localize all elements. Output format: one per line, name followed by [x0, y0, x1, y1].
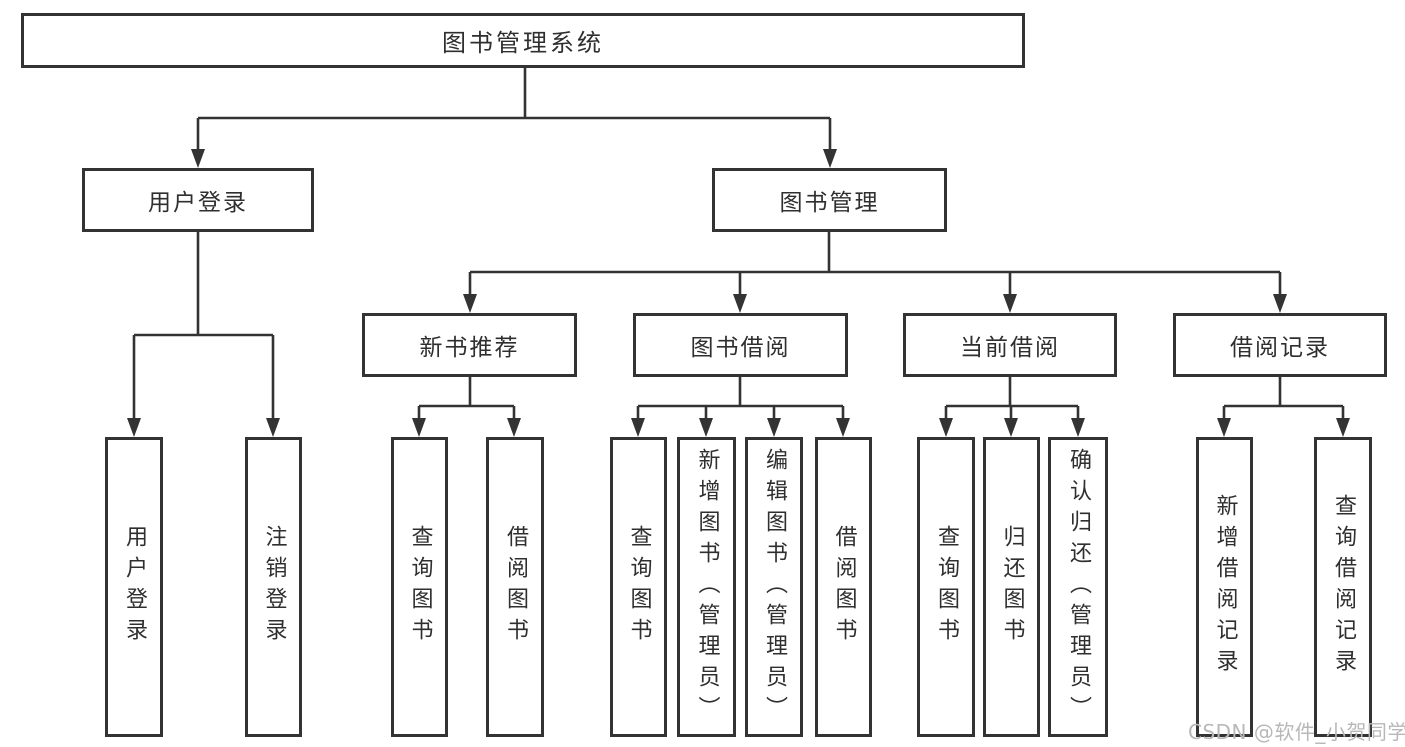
arrowhead — [939, 418, 953, 437]
node-label: 借阅记录 — [1230, 335, 1330, 361]
node-book-borrowing: 图书借阅 — [633, 313, 848, 377]
arrowhead — [1003, 294, 1017, 313]
node-label: 确认归还（管理员） — [1066, 447, 1091, 727]
arrowhead — [699, 418, 713, 437]
arrowhead — [823, 149, 837, 168]
arrowhead — [191, 149, 205, 168]
node-label: 用户登录 — [122, 525, 147, 649]
node-label: 归还图书 — [999, 525, 1025, 649]
leaf-edit-book-admin: 编辑图书（管理员） — [745, 437, 803, 737]
node-label: 新书推荐 — [419, 335, 520, 361]
node-label: 图书管理 — [779, 190, 880, 216]
arrowhead — [1217, 418, 1231, 437]
arrowhead — [631, 418, 645, 437]
node-label: 查询图书 — [407, 525, 433, 649]
node-new-book-recommend: 新书推荐 — [362, 313, 577, 377]
leaf-query-borrow-record: 查询借阅记录 — [1314, 437, 1372, 737]
arrowhead — [127, 418, 141, 437]
node-label: 借阅图书 — [831, 525, 857, 649]
node-label: 编辑图书（管理员） — [762, 447, 787, 727]
arrowhead — [507, 418, 521, 437]
node-current-borrowing: 当前借阅 — [903, 313, 1117, 377]
node-user-login: 用户登录 — [82, 168, 314, 232]
leaf-user-login: 用户登录 — [105, 437, 163, 737]
node-label: 新增图书（管理员） — [694, 447, 720, 727]
node-label: 查询图书 — [626, 525, 652, 649]
leaf-logout: 注销登录 — [245, 437, 302, 737]
arrowhead — [836, 418, 850, 437]
leaf-query-books-1: 查询图书 — [391, 437, 448, 737]
arrowhead — [412, 418, 426, 437]
arrowhead — [1273, 294, 1287, 313]
node-label: 图书管理系统 — [442, 29, 604, 57]
leaf-borrow-books-1: 借阅图书 — [486, 437, 544, 737]
leaf-add-book-admin: 新增图书（管理员） — [677, 437, 736, 737]
node-label: 用户登录 — [148, 190, 248, 216]
arrowhead — [767, 418, 781, 437]
node-label: 查询图书 — [934, 525, 959, 649]
node-borrowing-records: 借阅记录 — [1173, 313, 1387, 377]
leaf-return-books: 归还图书 — [983, 437, 1040, 737]
node-label: 查询借阅记录 — [1331, 494, 1356, 680]
arrowhead — [733, 294, 747, 313]
node-label: 注销登录 — [261, 525, 287, 649]
leaf-borrow-books-2: 借阅图书 — [815, 437, 872, 737]
arrowhead — [463, 294, 477, 313]
leaf-query-books-3: 查询图书 — [917, 437, 975, 737]
arrowhead — [1071, 418, 1085, 437]
leaf-query-books-2: 查询图书 — [610, 437, 667, 737]
leaf-confirm-return-admin: 确认归还（管理员） — [1048, 437, 1108, 737]
arrowhead — [1004, 418, 1018, 437]
node-label: 当前借阅 — [960, 335, 1060, 361]
arrowhead — [1336, 418, 1350, 437]
node-book-management: 图书管理 — [712, 168, 947, 232]
arrowhead — [266, 418, 280, 437]
node-label: 图书借阅 — [690, 335, 791, 361]
leaf-add-borrow-record: 新增借阅记录 — [1196, 437, 1253, 737]
node-root: 图书管理系统 — [21, 13, 1025, 68]
node-label: 新增借阅记录 — [1212, 494, 1238, 680]
node-label: 借阅图书 — [503, 525, 528, 649]
watermark-text: CSDN @软件_小贺同学 — [1188, 720, 1405, 744]
